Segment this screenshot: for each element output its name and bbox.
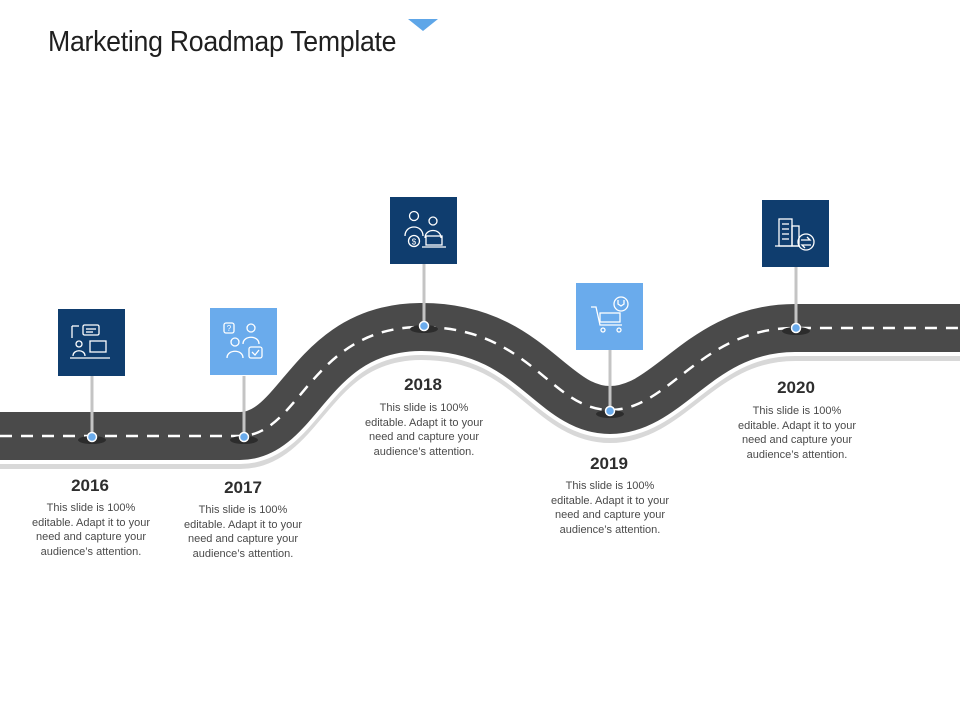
year-2018: 2018 — [404, 375, 442, 394]
description-2018: This slide is 100% editable. Adapt it to… — [364, 402, 484, 458]
sales-people-money-icon: $ — [404, 210, 446, 248]
pin-2020 — [790, 322, 802, 334]
presentation-chat-icon — [70, 324, 110, 359]
pin-2018 — [418, 320, 430, 332]
road-center-line — [0, 325, 960, 438]
building-exchange-icon — [775, 218, 815, 251]
milestone-box-2020 — [762, 200, 829, 267]
description-2017: This slide is 100% editable. Adapt it to… — [183, 504, 303, 560]
year-2017: 2017 — [224, 478, 262, 497]
milestone-box-2019 — [576, 283, 643, 350]
pin-2019 — [604, 405, 616, 417]
svg-text:?: ? — [227, 324, 232, 333]
svg-text:$: $ — [412, 238, 417, 247]
shopping-cart-icon — [591, 296, 629, 333]
description-2019: This slide is 100% editable. Adapt it to… — [550, 480, 670, 536]
year-2020: 2020 — [777, 378, 815, 397]
consulting-people-icon: ? — [223, 322, 263, 359]
pin-2016 — [86, 431, 98, 443]
page-title: Marketing Roadmap Template — [48, 26, 397, 58]
description-2016: This slide is 100% editable. Adapt it to… — [31, 502, 151, 558]
year-2019: 2019 — [590, 454, 628, 473]
milestone-box-2017: ? — [210, 308, 277, 375]
milestone-box-2018: $ — [390, 197, 457, 264]
milestone-box-2016 — [58, 309, 125, 376]
description-2020: This slide is 100% editable. Adapt it to… — [737, 405, 857, 461]
pin-2017 — [238, 431, 250, 443]
year-2016: 2016 — [71, 476, 109, 495]
title-marker — [408, 19, 438, 31]
